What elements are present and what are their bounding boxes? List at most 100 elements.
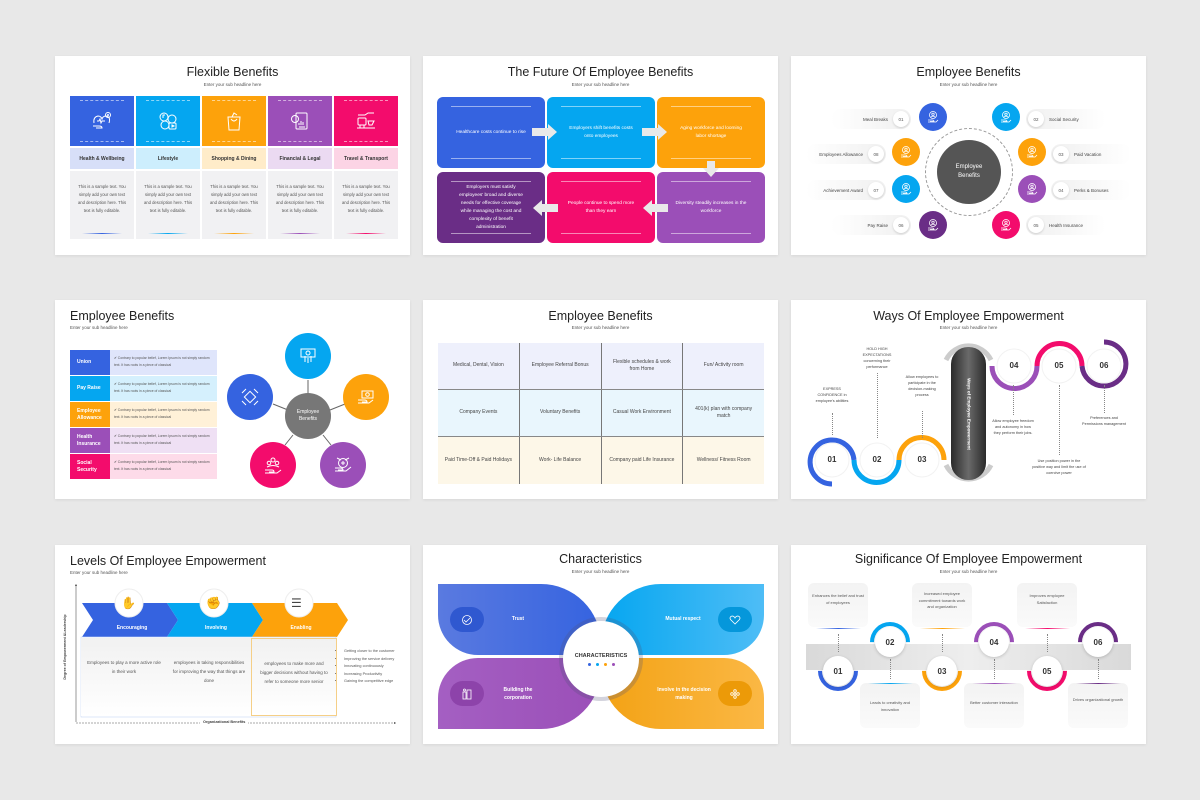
slide-subtitle: Enter your sub headline here	[939, 82, 998, 87]
benefit-column: Financial & Legal This is a sample text.…	[268, 96, 332, 239]
slide-employee-benefits-hub[interactable]: Employee Benefits Enter your sub headlin…	[55, 300, 410, 499]
slide-title: Ways Of Employee Empowerment	[873, 309, 1064, 323]
table-cell: 401(k) plan with company match	[695, 405, 753, 420]
center-dashed-ring	[925, 128, 1013, 216]
level-label: Involving	[205, 625, 227, 631]
high-five-icon: ✋	[121, 596, 136, 610]
slide-subtitle: Enter your sub headline here	[571, 82, 630, 87]
card-accent	[1076, 683, 1121, 684]
table-cell: Casual Work Environment	[602, 390, 684, 436]
center-circle: Employee Benefits	[937, 140, 1001, 204]
cash-hand-icon	[343, 374, 389, 420]
slide-flexible-benefits[interactable]: Flexible Benefits Enter your sub headlin…	[55, 56, 410, 255]
benefit-text: This is a sample text. You simply add yo…	[202, 171, 266, 239]
building-icon	[450, 681, 484, 706]
transport-icon	[334, 96, 398, 146]
card-accent	[1025, 628, 1070, 629]
card-accent	[868, 683, 913, 684]
benefit-column: Shopping & Dining This is a sample text.…	[202, 96, 266, 239]
user-hand-icon	[992, 211, 1020, 239]
center-pill-label: Ways of Employee Empowerment	[966, 378, 972, 450]
connector-line	[1098, 659, 1099, 679]
slide-title: Significance Of Employee Empowerment	[854, 552, 1083, 566]
step-number: 01	[823, 656, 853, 686]
flow-arrows	[532, 124, 719, 216]
slide-characteristics[interactable]: Characteristics Enter your sub headline …	[423, 545, 778, 744]
level-label: Enabling	[290, 625, 312, 631]
benefit-row: Employee Allowance✔ Contrary to popular …	[70, 402, 217, 427]
slide-employee-benefits-table[interactable]: Employee Benefits Enter your sub headlin…	[423, 300, 778, 499]
connector-line	[922, 411, 923, 438]
future-box-5: People continue to spend more than they …	[547, 172, 655, 243]
user-hand-icon	[1018, 138, 1046, 166]
step-note: EXPRESS CONFIDENCE in employee's abiliti…	[815, 387, 849, 403]
step-number: 02	[875, 627, 905, 657]
future-box-6: Employers must satisfy employees' broad …	[437, 172, 545, 243]
future-box-3: Aging workforce and looming labor shorta…	[657, 97, 765, 168]
center-circle: CHARACTERISTICS	[563, 621, 639, 697]
benefits-table: Medical, Dental, Vision Employee Referra…	[438, 343, 764, 484]
slide-ways-empowerment[interactable]: Ways Of Employee Empowerment Enter your …	[791, 300, 1146, 499]
table-cell: Employee Referral Bonus	[520, 343, 602, 389]
slide-subtitle: Enter your sub headline here	[939, 569, 998, 574]
significance-card: Enhances the belief and trust of employe…	[808, 583, 868, 627]
slide-subtitle: Enter your sub headline here	[571, 325, 630, 330]
benefit-column: Travel & Transport This is a sample text…	[334, 96, 398, 239]
benefit-text: This is a sample text. You simply add yo…	[268, 171, 332, 239]
level-chevrons	[74, 583, 397, 725]
connector-line	[877, 373, 878, 438]
teamwork-icon	[227, 374, 273, 420]
benefit-label: Travel & Transport	[334, 148, 398, 169]
handshake-heart-icon	[718, 607, 752, 632]
table-cell: Wellness/ Fitness Room	[696, 456, 751, 463]
step-note: Allow employee freedom and autonomy in h…	[992, 419, 1034, 435]
benefit-label: Health & Wellbeing	[70, 148, 134, 169]
benefit-text: This is a sample text. You simply add yo…	[136, 171, 200, 239]
heart-hand-icon	[70, 96, 134, 146]
card-accent	[816, 628, 861, 629]
table-cell: Paid Time-Off & Paid Holidays	[438, 437, 520, 484]
table-row: Medical, Dental, Vision Employee Referra…	[438, 343, 764, 390]
slide-levels-empowerment[interactable]: Levels Of Employee Empowerment Enter you…	[55, 545, 410, 744]
slide-employee-benefits-radial[interactable]: Employee Benefits Enter your sub headlin…	[791, 56, 1146, 255]
benefit-column: Lifestyle This is a sample text. You sim…	[136, 96, 200, 239]
benefit-text: This is a sample text. You simply add yo…	[334, 171, 398, 239]
level-text: employees in taking responsibilities for…	[166, 638, 252, 716]
table-cell: Work- Life Balance	[520, 437, 602, 484]
benefit-row: Union✔ Contrary to popular belief, Lorem…	[70, 350, 217, 375]
finance-doc-icon	[268, 96, 332, 146]
slide-subtitle: Enter your sub headline here	[939, 325, 998, 330]
connector-line	[890, 659, 891, 679]
slide-future-employee-benefits[interactable]: The Future Of Employee Benefits Enter yo…	[423, 56, 778, 255]
user-hand-icon	[992, 103, 1020, 131]
table-cell: Medical, Dental, Vision	[438, 343, 520, 389]
slide-title: Employee Benefits	[916, 65, 1021, 79]
quadrant-label: Building the corporation	[503, 687, 533, 701]
network-icon	[718, 681, 752, 706]
user-hand-icon	[919, 211, 947, 239]
slide-title: Characteristics	[559, 552, 642, 566]
hub-center: Employee Benefits	[285, 393, 331, 439]
slide-title: Flexible Benefits	[186, 65, 279, 79]
table-cell: Company paid Life Insurance	[602, 437, 684, 484]
slide-significance-empowerment[interactable]: Significance Of Employee Empowerment Ent…	[791, 545, 1146, 744]
significance-card: Drives organizational growth	[1068, 683, 1128, 728]
slide-subtitle: Enter your sub headline here	[571, 569, 630, 574]
slide-subtitle: Enter your sub headline here	[70, 570, 128, 575]
quadrant-label: Involve in the decision making	[657, 687, 711, 701]
user-hand-icon	[1018, 175, 1046, 203]
checklist-icon: ☰	[291, 596, 302, 610]
slide-subtitle: Enter your sub headline here	[203, 82, 262, 87]
user-hand-icon	[892, 175, 920, 203]
y-axis-label: Degree of Empowerment &Leadership	[63, 614, 67, 680]
slide-subtitle: Enter your sub headline here	[70, 325, 128, 330]
step-note: Preferences and Permissions management	[1082, 416, 1126, 426]
team-hands-icon: ✊	[206, 596, 221, 610]
step-note: Allow employees to participate in the de…	[905, 375, 939, 397]
table-cell: Flexible schedules & work from Home	[602, 343, 684, 389]
